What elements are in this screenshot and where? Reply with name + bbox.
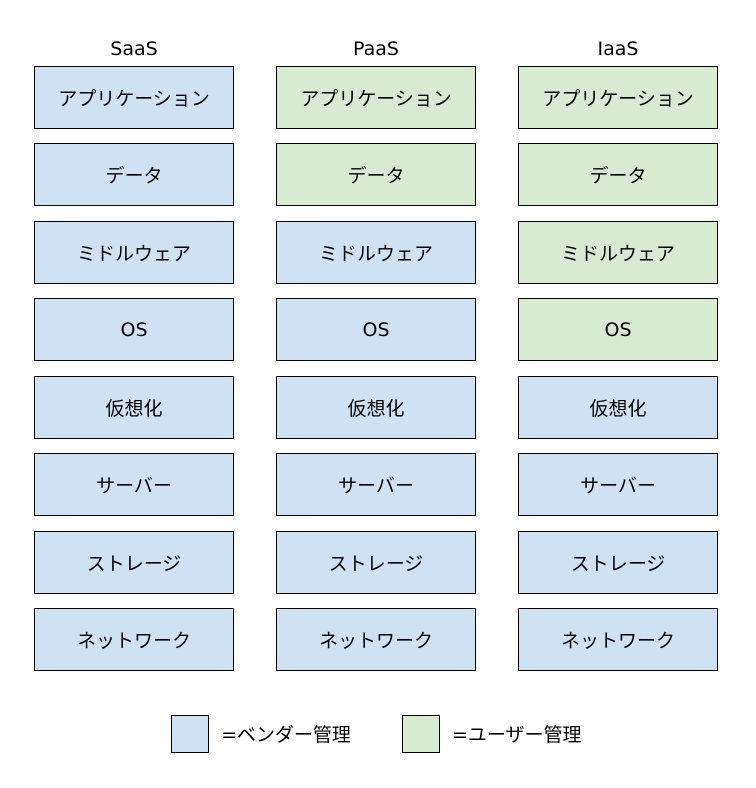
paas-cell-storage: ストレージ (276, 531, 476, 594)
paas-cell-network: ネットワーク (276, 608, 476, 671)
saas-cell-data: データ (34, 143, 234, 206)
paas-cell-virtualization: 仮想化 (276, 376, 476, 439)
saas-cell-middleware: ミドルウェア (34, 221, 234, 284)
iaas-cell-network: ネットワーク (518, 608, 718, 671)
iaas-cell-virtualization: 仮想化 (518, 376, 718, 439)
column-title-saas: SaaS (110, 38, 158, 60)
saas-cell-os: OS (34, 298, 234, 361)
saas-cell-server: サーバー (34, 453, 234, 516)
saas-cell-storage: ストレージ (34, 531, 234, 594)
column-title-iaas: IaaS (597, 38, 639, 60)
legend-vendor-swatch (171, 715, 209, 753)
saas-cell-network: ネットワーク (34, 608, 234, 671)
legend-user-label: =ユーザー管理 (452, 724, 582, 746)
paas-cell-data: データ (276, 143, 476, 206)
paas-cell-server: サーバー (276, 453, 476, 516)
legend-vendor-label: =ベンダー管理 (221, 724, 351, 746)
saas-cell-application: アプリケーション (34, 66, 234, 129)
iaas-cell-middleware: ミドルウェア (518, 221, 718, 284)
iaas-cell-application: アプリケーション (518, 66, 718, 129)
iaas-cell-server: サーバー (518, 453, 718, 516)
column-title-paas: PaaS (353, 38, 399, 60)
paas-cell-os: OS (276, 298, 476, 361)
paas-cell-application: アプリケーション (276, 66, 476, 129)
iaas-cell-os: OS (518, 298, 718, 361)
saas-cell-virtualization: 仮想化 (34, 376, 234, 439)
paas-cell-middleware: ミドルウェア (276, 221, 476, 284)
iaas-cell-storage: ストレージ (518, 531, 718, 594)
legend-user-swatch (402, 715, 440, 753)
iaas-cell-data: データ (518, 143, 718, 206)
